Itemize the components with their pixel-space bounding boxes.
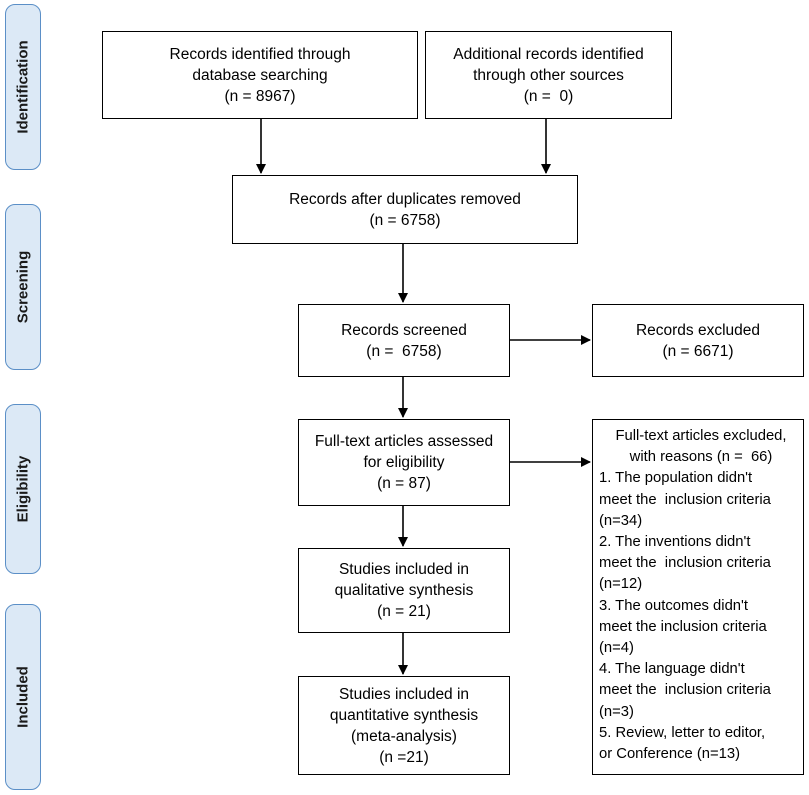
box-after-duplicates: Records after duplicates removed (n = 67… <box>232 175 578 244</box>
box-qualitative-synthesis: Studies included in qualitative synthesi… <box>298 548 510 633</box>
box-fulltext-assessed: Full-text articles assessed for eligibil… <box>298 419 510 506</box>
box-other-records: Additional records identified through ot… <box>425 31 672 119</box>
box-quantitative-synthesis: Studies included in quantitative synthes… <box>298 676 510 775</box>
stage-eligibility: Eligibility <box>5 404 41 574</box>
stage-screening: Screening <box>5 204 41 370</box>
box-records-excluded: Records excluded (n = 6671) <box>592 304 804 377</box>
box-fulltext-excluded: Full-text articles excluded, with reason… <box>592 419 804 775</box>
box-database-records: Records identified through database sear… <box>102 31 418 119</box>
stage-identification: Identification <box>5 4 41 170</box>
box-records-screened: Records screened (n = 6758) <box>298 304 510 377</box>
stage-included: Included <box>5 604 41 790</box>
